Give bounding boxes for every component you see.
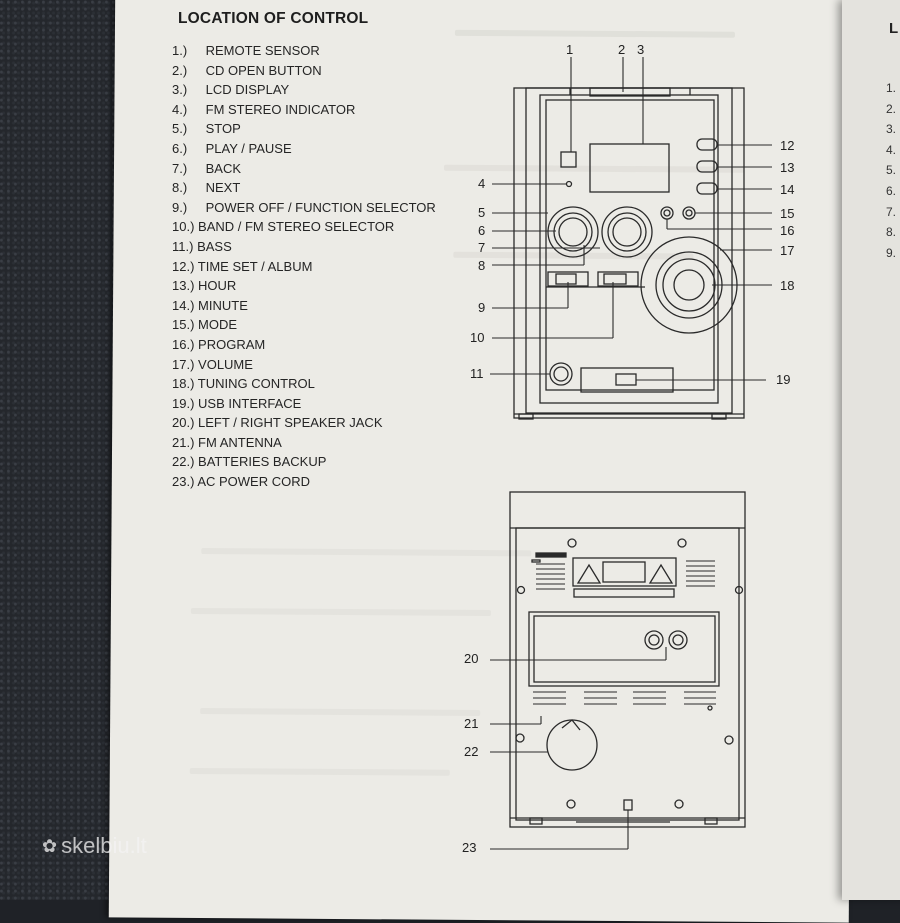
list-item: 5.) STOP <box>172 121 241 137</box>
list-item: 20.) LEFT / RIGHT SPEAKER JACK <box>172 415 383 431</box>
next-page-list: 1. 2. 3. 4. 5. 6. 7. 8. 9. <box>886 78 896 263</box>
callout-2: 2 <box>618 42 626 57</box>
list-item: 22.) BATTERIES BACKUP <box>172 454 327 470</box>
list-item: 3. <box>886 122 897 137</box>
callout-17: 17 <box>780 243 795 258</box>
list-item: 2. <box>886 101 897 116</box>
leader-lines <box>490 57 772 850</box>
callout-4: 4 <box>478 176 486 191</box>
callout-21: 21 <box>464 716 479 731</box>
callout-1: 1 <box>566 42 574 57</box>
watermark: ✿ skelbiu.lt <box>42 833 147 859</box>
carpet-background <box>0 0 130 900</box>
list-item: 1. <box>886 81 897 95</box>
list-item: 1.) REMOTE SENSOR <box>172 43 320 58</box>
callout-19: 19 <box>776 372 791 387</box>
list-item: 7. <box>886 204 897 219</box>
list-item: 7.) BACK <box>172 160 242 176</box>
controls-list: 1.) REMOTE SENSOR 2.) CD OPEN BUTTON 3.)… <box>172 41 436 492</box>
list-item: 17.) VOLUME <box>172 356 253 372</box>
list-item: 14.) MINUTE <box>172 297 248 313</box>
callout-20: 20 <box>464 651 479 666</box>
list-item: 8.) NEXT <box>172 180 241 196</box>
list-item: 13.) HOUR <box>172 278 237 294</box>
front-view-diagram <box>513 87 745 420</box>
callout-6: 6 <box>478 223 486 238</box>
list-item: 5. <box>886 163 897 178</box>
list-item: 11.) BASS <box>172 238 232 254</box>
list-item: 16.) PROGRAM <box>172 336 266 352</box>
callout-23: 23 <box>462 840 477 855</box>
stereo-diagrams <box>490 57 772 850</box>
watermark-text: skelbiu.lt <box>61 833 147 858</box>
next-page-edge <box>842 0 900 900</box>
list-item: 18.) TUNING CONTROL <box>172 376 315 392</box>
callout-7: 7 <box>478 240 486 255</box>
callout-16: 16 <box>780 223 795 238</box>
callout-11: 11 <box>470 366 484 381</box>
callout-12: 12 <box>780 138 795 153</box>
list-item: 12.) TIME SET / ALBUM <box>172 258 313 274</box>
callout-13: 13 <box>780 160 795 175</box>
list-item: 9. <box>886 245 897 260</box>
next-page-title-fragment: L <box>889 20 899 37</box>
callout-5: 5 <box>478 205 486 220</box>
callout-15: 15 <box>780 206 795 221</box>
callout-9: 9 <box>478 300 486 315</box>
list-item: 4. <box>886 142 897 157</box>
list-item: 6. <box>886 183 897 198</box>
callout-18: 18 <box>780 278 795 293</box>
callout-22: 22 <box>464 744 479 759</box>
list-item: 10.) BAND / FM STEREO SELECTOR <box>172 219 395 235</box>
callout-10: 10 <box>470 330 485 345</box>
list-item: 15.) MODE <box>172 317 238 333</box>
list-item: 23.) AC POWER CORD <box>172 474 310 490</box>
list-item: 8. <box>886 225 897 240</box>
callout-3: 3 <box>637 42 645 57</box>
callout-14: 14 <box>780 182 795 197</box>
list-item: 6.) PLAY / PAUSE <box>172 140 292 156</box>
list-item: 9.) POWER OFF / FUNCTION SELECTOR <box>172 199 436 215</box>
list-item: 4.) FM STEREO INDICATOR <box>172 101 356 117</box>
list-item: 21.) FM ANTENNA <box>172 434 282 450</box>
section-title: LOCATION OF CONTROL <box>178 10 369 27</box>
callout-8: 8 <box>478 258 486 273</box>
dots-logo-icon: ✿ <box>42 835 57 856</box>
list-item: 3.) LCD DISPLAY <box>172 82 290 98</box>
list-item: 19.) USB INTERFACE <box>172 395 302 411</box>
list-item: 2.) CD OPEN BUTTON <box>172 62 322 78</box>
